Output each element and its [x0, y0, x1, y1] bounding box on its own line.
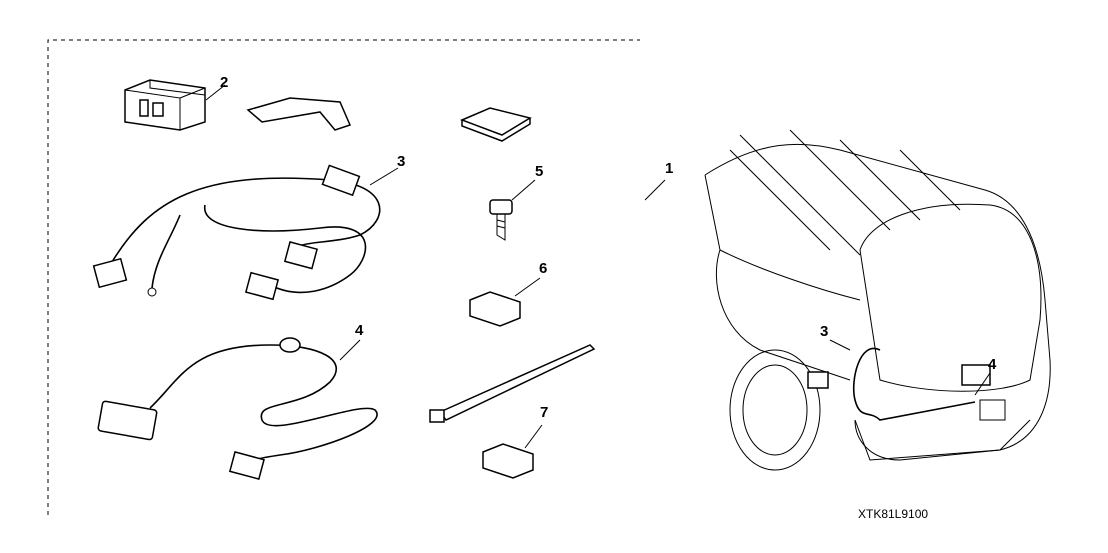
harness-3	[92, 164, 399, 301]
cable-tie-part	[429, 344, 596, 423]
diagram-code: XTK81L9100	[858, 507, 929, 521]
harness-4	[97, 337, 378, 480]
callout-5: 5	[535, 163, 544, 180]
callout-1: 1	[665, 160, 674, 177]
clip-6-part	[469, 277, 541, 327]
kit-border	[47, 39, 640, 515]
relay-part	[124, 79, 226, 131]
clip-7-part	[482, 424, 543, 479]
bolt-part	[489, 179, 536, 241]
callout-2: 2	[220, 74, 229, 91]
vehicle-illustration	[704, 129, 1051, 471]
vehicle-callout-4: 4	[988, 356, 997, 373]
callout-3: 3	[397, 153, 406, 170]
callout-4: 4	[355, 322, 364, 339]
vehicle-callout-3: 3	[820, 323, 829, 340]
callout-7: 7	[540, 404, 549, 421]
callout-6: 6	[539, 260, 548, 277]
pad-part	[459, 107, 532, 142]
bracket-part	[246, 97, 352, 131]
